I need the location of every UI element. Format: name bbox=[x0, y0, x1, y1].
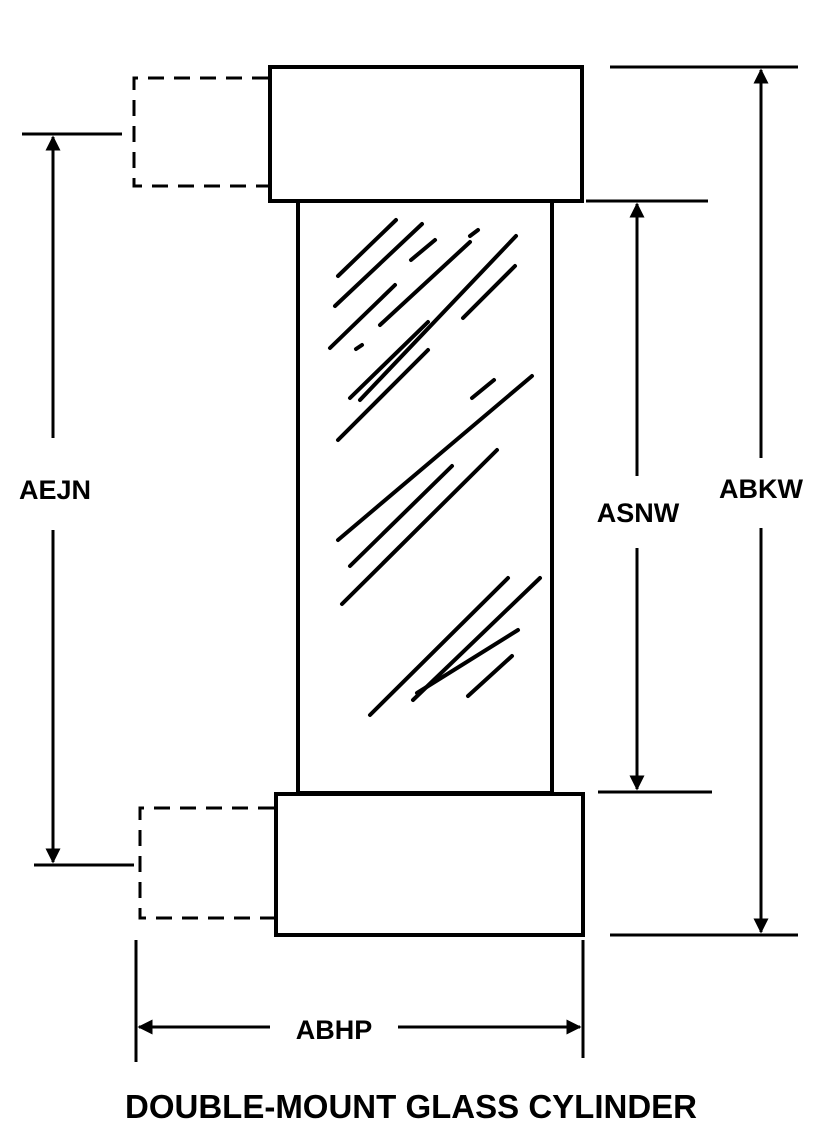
label-abhp: ABHP bbox=[296, 1015, 373, 1045]
label-abkw: ABKW bbox=[719, 474, 803, 504]
glass-reflection-lines bbox=[328, 218, 542, 717]
label-asnw: ASNW bbox=[597, 498, 680, 528]
top-mount-dashed-outline bbox=[132, 76, 268, 188]
bottom-mount-dashed-outline bbox=[138, 806, 274, 920]
bottom-mount bbox=[274, 792, 585, 937]
dimension-arrows bbox=[45, 68, 769, 1035]
glass-cylinder-body bbox=[296, 199, 554, 795]
extension-lines bbox=[22, 65, 798, 1062]
label-aejn: AEJN bbox=[19, 475, 91, 505]
top-mount bbox=[268, 65, 584, 203]
diagram-caption: DOUBLE-MOUNT GLASS CYLINDER bbox=[125, 1088, 697, 1125]
